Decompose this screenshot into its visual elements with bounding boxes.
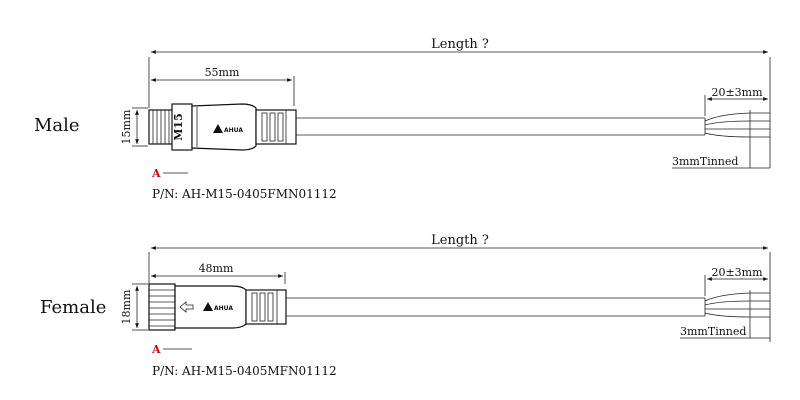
- svg-text:AHUA: AHUA: [214, 305, 233, 312]
- thread-label: M15: [172, 113, 185, 140]
- section-mark-female: A: [151, 343, 161, 356]
- body-dim-male: 55mm: [205, 66, 240, 79]
- cable-male: [296, 95, 770, 140]
- tinned-label-male: 3mmTinned: [672, 155, 738, 168]
- strip-dimension-male: 20±3mm: [707, 86, 768, 101]
- height-dim-female: 18mm: [120, 289, 133, 324]
- part-number-female: P/N: AH-M15-0405MFN01112: [152, 364, 337, 378]
- strip-dim-female: 20±3mm: [711, 266, 763, 279]
- female-connector: AHUA: [148, 283, 287, 331]
- length-dimension-female: Length ?: [148, 233, 771, 342]
- height-dimension-female: 18mm: [120, 283, 148, 331]
- svg-text:AHUA: AHUA: [224, 127, 243, 134]
- assembly-label-male: Male: [34, 115, 80, 136]
- cable-female: [286, 275, 770, 320]
- part-number-male: P/N: AH-M15-0405FMN01112: [152, 187, 337, 201]
- length-label-male: Length ?: [431, 37, 489, 52]
- body-dimension-male: 55mm: [151, 66, 295, 106]
- brand-logo-female: AHUA: [203, 302, 233, 312]
- length-label-female: Length ?: [431, 233, 489, 248]
- male-connector: M15 AHUA: [148, 103, 297, 151]
- assembly-label-female: Female: [40, 297, 106, 318]
- length-dimension-male: Length ?: [148, 37, 771, 168]
- strip-dim-male: 20±3mm: [711, 86, 763, 99]
- height-dimension-male: 15mm: [120, 107, 148, 147]
- arrow-left-icon: [179, 301, 194, 313]
- body-dim-female: 48mm: [199, 262, 234, 275]
- brand-logo-male: AHUA: [213, 124, 243, 134]
- male-assembly: Male Length ? 55mm 15mm: [34, 37, 771, 201]
- female-assembly: Female Length ? 48mm 18mm: [40, 233, 771, 378]
- section-mark-male: A: [151, 167, 161, 180]
- body-dimension-female: 48mm: [151, 262, 286, 284]
- tinned-callout-female: 3mmTinned: [680, 320, 770, 339]
- tinned-label-female: 3mmTinned: [680, 325, 746, 338]
- height-dim-male: 15mm: [120, 109, 133, 144]
- tinned-callout-male: 3mmTinned: [672, 140, 770, 169]
- strip-dimension-female: 20±3mm: [707, 266, 768, 281]
